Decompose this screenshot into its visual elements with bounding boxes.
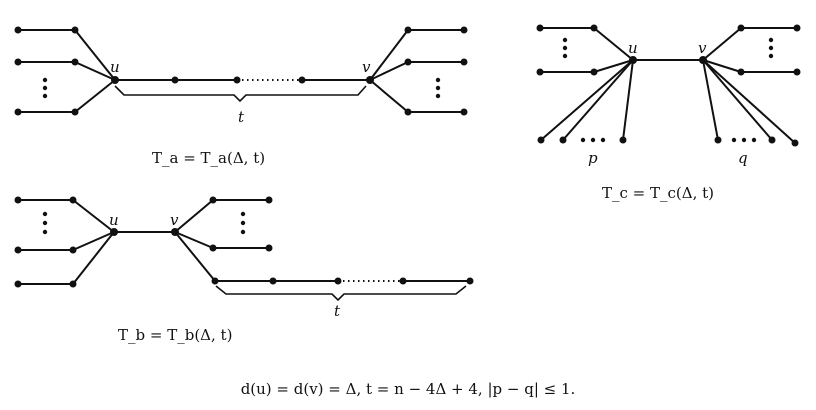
- leaf: [537, 136, 545, 144]
- vertex: [71, 58, 79, 66]
- label-u: u: [109, 211, 119, 229]
- vertex: [14, 280, 22, 288]
- vertex: [211, 277, 219, 285]
- vertex: [69, 196, 77, 204]
- vertex: [71, 108, 79, 116]
- label-q: q: [738, 149, 748, 167]
- vertex: [590, 68, 598, 76]
- horizontal-ellipsis: [580, 137, 606, 143]
- label-v: v: [362, 58, 371, 76]
- vertex: [14, 246, 22, 254]
- vertex: [404, 26, 412, 34]
- label-v: v: [698, 39, 707, 57]
- vertex: [404, 108, 412, 116]
- vertex: [265, 244, 273, 252]
- label-u: u: [628, 39, 638, 57]
- path-length-brace: [215, 285, 467, 302]
- vertex-u: [110, 228, 118, 236]
- tree-tb: u v t T_b = T_b(Δ, t): [14, 196, 474, 344]
- vertex: [171, 76, 179, 84]
- vertex: [334, 277, 342, 285]
- vertex: [269, 277, 277, 285]
- vertex-u: [629, 56, 637, 64]
- degree-formula: d(u) = d(v) = Δ, t = n − 4Δ + 4, |p − q|…: [241, 380, 576, 398]
- vertex-u: [111, 76, 119, 84]
- vertex: [460, 26, 468, 34]
- vertex: [399, 277, 407, 285]
- vertex: [265, 196, 273, 204]
- label-t: t: [238, 108, 245, 126]
- vertex: [793, 68, 801, 76]
- caption-tc: T_c = T_c(Δ, t): [602, 184, 714, 202]
- caption-ta: T_a = T_a(Δ, t): [152, 149, 265, 167]
- label-p: p: [588, 149, 598, 167]
- vertex: [14, 196, 22, 204]
- leaf: [768, 136, 776, 144]
- label-u: u: [110, 58, 120, 76]
- vertical-ellipsis: [240, 211, 246, 235]
- vertex: [209, 244, 217, 252]
- horizontal-ellipsis: [731, 137, 757, 143]
- vertex: [590, 24, 598, 32]
- vertical-ellipsis: [435, 77, 441, 99]
- vertex: [69, 280, 77, 288]
- vertex: [460, 58, 468, 66]
- vertical-ellipsis: [42, 77, 48, 99]
- vertex: [298, 76, 306, 84]
- vertex: [404, 58, 412, 66]
- tree-tc: u v p q T_c = T_c(Δ, t): [536, 24, 801, 202]
- vertex: [793, 24, 801, 32]
- vertex: [536, 24, 544, 32]
- vertex: [209, 196, 217, 204]
- vertical-ellipsis: [42, 211, 48, 235]
- vertex: [536, 68, 544, 76]
- label-t: t: [334, 302, 341, 320]
- leaf: [791, 139, 799, 147]
- vertex: [233, 76, 241, 84]
- caption-tb: T_b = T_b(Δ, t): [118, 326, 232, 344]
- vertex-v: [699, 56, 707, 64]
- vertex: [14, 58, 22, 66]
- vertex: [14, 108, 22, 116]
- leaf: [619, 136, 627, 144]
- vertical-ellipsis: [562, 37, 568, 59]
- vertex: [466, 277, 474, 285]
- label-v: v: [170, 211, 179, 229]
- vertex: [69, 246, 77, 254]
- vertex: [71, 26, 79, 34]
- vertical-ellipsis: [768, 37, 774, 59]
- vertex: [737, 68, 745, 76]
- path-length-brace: [114, 85, 367, 103]
- leaf: [559, 136, 567, 144]
- vertex: [460, 108, 468, 116]
- vertex-v: [366, 76, 374, 84]
- vertex: [737, 24, 745, 32]
- tree-ta: u v t T_a = T_a(Δ, t): [14, 26, 468, 167]
- vertex-v: [171, 228, 179, 236]
- leaf: [714, 136, 722, 144]
- vertex: [14, 26, 22, 34]
